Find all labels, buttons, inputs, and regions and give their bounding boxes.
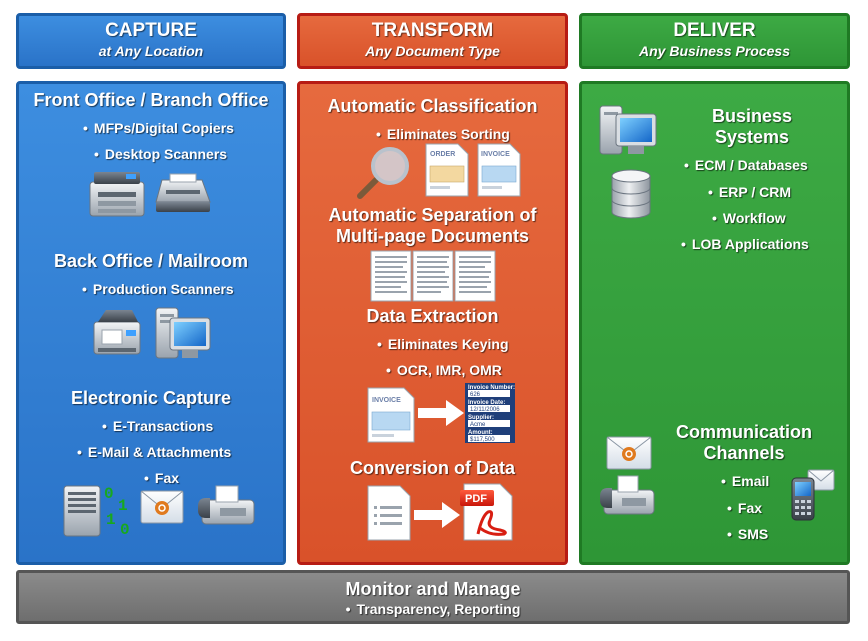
electronic-bullet: Fax bbox=[144, 470, 179, 486]
communication-channels-heading-line1: Communication bbox=[675, 422, 812, 442]
separation-heading-line1: Automatic Separation of bbox=[328, 205, 537, 225]
document-icon: ORDER bbox=[425, 143, 469, 197]
business-systems-heading-line1: Business bbox=[711, 106, 793, 126]
form-label: Supplier: bbox=[468, 415, 494, 421]
arrow-right-icon bbox=[418, 400, 464, 426]
email-envelope-icon bbox=[606, 436, 652, 470]
deliver-title: DELIVER bbox=[673, 20, 756, 41]
electronic-bullet: E-Mail & Attachments bbox=[77, 444, 231, 460]
monitor-manage-title: Monitor and Manage bbox=[345, 579, 521, 599]
channels-bullet: Email bbox=[721, 473, 769, 489]
database-icon bbox=[611, 169, 651, 219]
fax-machine-icon bbox=[198, 485, 255, 525]
channels-bullet: Fax bbox=[727, 500, 762, 516]
copier-icon bbox=[89, 172, 145, 217]
fax-machine-icon bbox=[600, 475, 655, 515]
electronic-capture-heading: Electronic Capture bbox=[70, 388, 232, 408]
extraction-heading: Data Extraction bbox=[366, 306, 499, 326]
binary-digit: 0 bbox=[104, 485, 114, 503]
email-envelope-icon bbox=[140, 490, 184, 524]
classification-bullet: Eliminates Sorting bbox=[376, 126, 510, 142]
form-label: Amount: bbox=[468, 430, 493, 436]
transform-title: TRANSFORM bbox=[371, 20, 494, 41]
form-label: Invoice Number: bbox=[468, 385, 515, 391]
classification-heading: Automatic Classification bbox=[327, 96, 538, 116]
form-value: 626 bbox=[470, 392, 481, 398]
document-icon: INVOICE bbox=[367, 387, 415, 443]
production-scanner-icon bbox=[93, 310, 141, 355]
binary-digit: 1 bbox=[106, 511, 116, 529]
extracted-data-form: Invoice Number: 626 Invoice Date: 12/11/… bbox=[465, 383, 515, 443]
extraction-bullet: OCR, IMR, OMR bbox=[386, 362, 502, 378]
transform-header: TRANSFORM Any Document Type bbox=[297, 13, 568, 69]
order-document-label: ORDER bbox=[430, 151, 455, 158]
mobile-phone-icon bbox=[791, 469, 835, 521]
communication-channels-heading-line2: Channels bbox=[703, 443, 785, 463]
form-value: 12/11/2006 bbox=[470, 407, 500, 413]
form-value: Acme bbox=[470, 422, 486, 428]
capture-header: CAPTURE at Any Location bbox=[16, 13, 286, 69]
binary-digit: 0 bbox=[120, 521, 130, 538]
back-office-bullet: Production Scanners bbox=[82, 281, 234, 297]
deliver-subtitle: Any Business Process bbox=[639, 43, 790, 59]
magnifier-icon bbox=[357, 147, 409, 199]
electronic-bullet: E-Transactions bbox=[102, 418, 213, 434]
monitor-manage-subtitle: Transparency, Reporting bbox=[19, 601, 847, 617]
monitor-manage-bar: Monitor and Manage Transparency, Reporti… bbox=[16, 570, 850, 624]
document-icon: INVOICE bbox=[477, 143, 521, 197]
front-office-bullet: Desktop Scanners bbox=[94, 146, 227, 162]
arrow-right-icon bbox=[414, 502, 460, 528]
form-label: Invoice Date: bbox=[468, 400, 505, 406]
conversion-heading: Conversion of Data bbox=[349, 458, 516, 478]
business-bullet: Workflow bbox=[712, 210, 786, 226]
desktop-scanner-icon bbox=[155, 173, 211, 212]
document-icon bbox=[367, 485, 411, 541]
pdf-label: PDF bbox=[465, 493, 487, 505]
business-bullet: ECM / Databases bbox=[684, 157, 808, 173]
channels-bullet: SMS bbox=[727, 526, 768, 542]
extraction-bullet: Eliminates Keying bbox=[377, 336, 509, 352]
form-value: $117,500 bbox=[470, 437, 495, 443]
binary-digit: 1 bbox=[118, 497, 128, 515]
extraction-document-label: INVOICE bbox=[372, 397, 401, 404]
front-office-bullet: MFPs/Digital Copiers bbox=[83, 120, 234, 136]
server-icon: 0 1 1 0 bbox=[63, 485, 130, 538]
capture-title: CAPTURE bbox=[105, 20, 197, 41]
transform-subtitle: Any Document Type bbox=[365, 43, 500, 59]
business-systems-heading-line2: Systems bbox=[714, 127, 790, 147]
front-office-heading: Front Office / Branch Office bbox=[33, 90, 269, 110]
back-office-heading: Back Office / Mailroom bbox=[53, 251, 249, 271]
separation-heading-line2: Multi-page Documents bbox=[335, 226, 529, 246]
business-bullet: ERP / CRM bbox=[708, 184, 791, 200]
business-bullet: LOB Applications bbox=[681, 236, 809, 252]
invoice-document-label: INVOICE bbox=[481, 151, 510, 158]
computer-monitor-icon bbox=[155, 307, 211, 359]
computer-monitor-icon bbox=[599, 105, 657, 155]
pdf-icon: PDF bbox=[460, 483, 513, 541]
deliver-header: DELIVER Any Business Process bbox=[579, 13, 850, 69]
capture-subtitle: at Any Location bbox=[98, 43, 204, 59]
document-icon bbox=[370, 250, 496, 302]
